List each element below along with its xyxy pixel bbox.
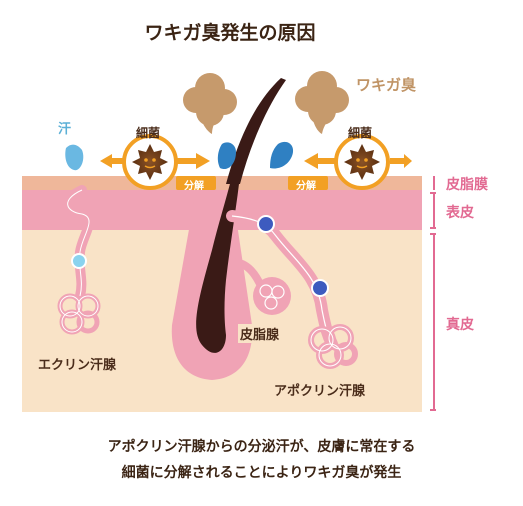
apocrine-gland-label: アポクリン汗腺 xyxy=(272,380,368,399)
arrow-left-icon xyxy=(390,154,412,168)
hair-shaft xyxy=(226,78,286,184)
germ-icon xyxy=(344,144,380,180)
germ-label-right: 細菌 xyxy=(348,126,373,140)
sweat-label: 汗 xyxy=(58,122,72,137)
sweat-drop-icon xyxy=(65,144,84,171)
odor-label: ワキガ臭 xyxy=(356,76,417,94)
sweat-drop-icon xyxy=(217,142,236,170)
eccrine-duct-dot xyxy=(71,253,87,269)
germ-icon xyxy=(132,144,168,180)
decompose-label-left: 分解 xyxy=(184,181,204,192)
sebaceous-lobe xyxy=(264,296,278,310)
apocrine-duct-dot xyxy=(311,279,329,297)
arrow-right-icon xyxy=(176,153,210,169)
apocrine-duct-dot xyxy=(257,215,275,233)
sweat-drop-icon xyxy=(270,141,294,169)
page-title: ワキガ臭発生の原因 xyxy=(144,22,316,44)
decompose-label-right: 分解 xyxy=(296,181,316,192)
side-brackets xyxy=(430,176,436,411)
sebaceous-lobe xyxy=(271,285,285,299)
eccrine-duct-line xyxy=(67,189,90,297)
caption-line-1: アポクリン汗腺からの分泌汗が、皮膚に常在する xyxy=(107,439,416,455)
epidermis-label: 表皮 xyxy=(446,205,474,221)
arrow-left-icon xyxy=(100,154,124,168)
sebaceous-gland-label: 皮脂腺 xyxy=(238,324,282,343)
arrow-left-icon xyxy=(304,153,336,169)
decompose-pill xyxy=(288,176,328,190)
caption-line-2: 細菌に分解されることによりワキガ臭が発生 xyxy=(121,465,402,481)
odor-cloud-icon xyxy=(295,71,349,134)
dermis-label: 真皮 xyxy=(446,317,474,333)
odor-cloud-icon xyxy=(183,73,237,134)
decompose-pill xyxy=(176,176,216,190)
sebum-film-label: 皮脂膜 xyxy=(446,177,488,193)
eccrine-gland-label: エクリン汗腺 xyxy=(36,354,119,373)
germ-label-left: 細菌 xyxy=(136,126,161,140)
